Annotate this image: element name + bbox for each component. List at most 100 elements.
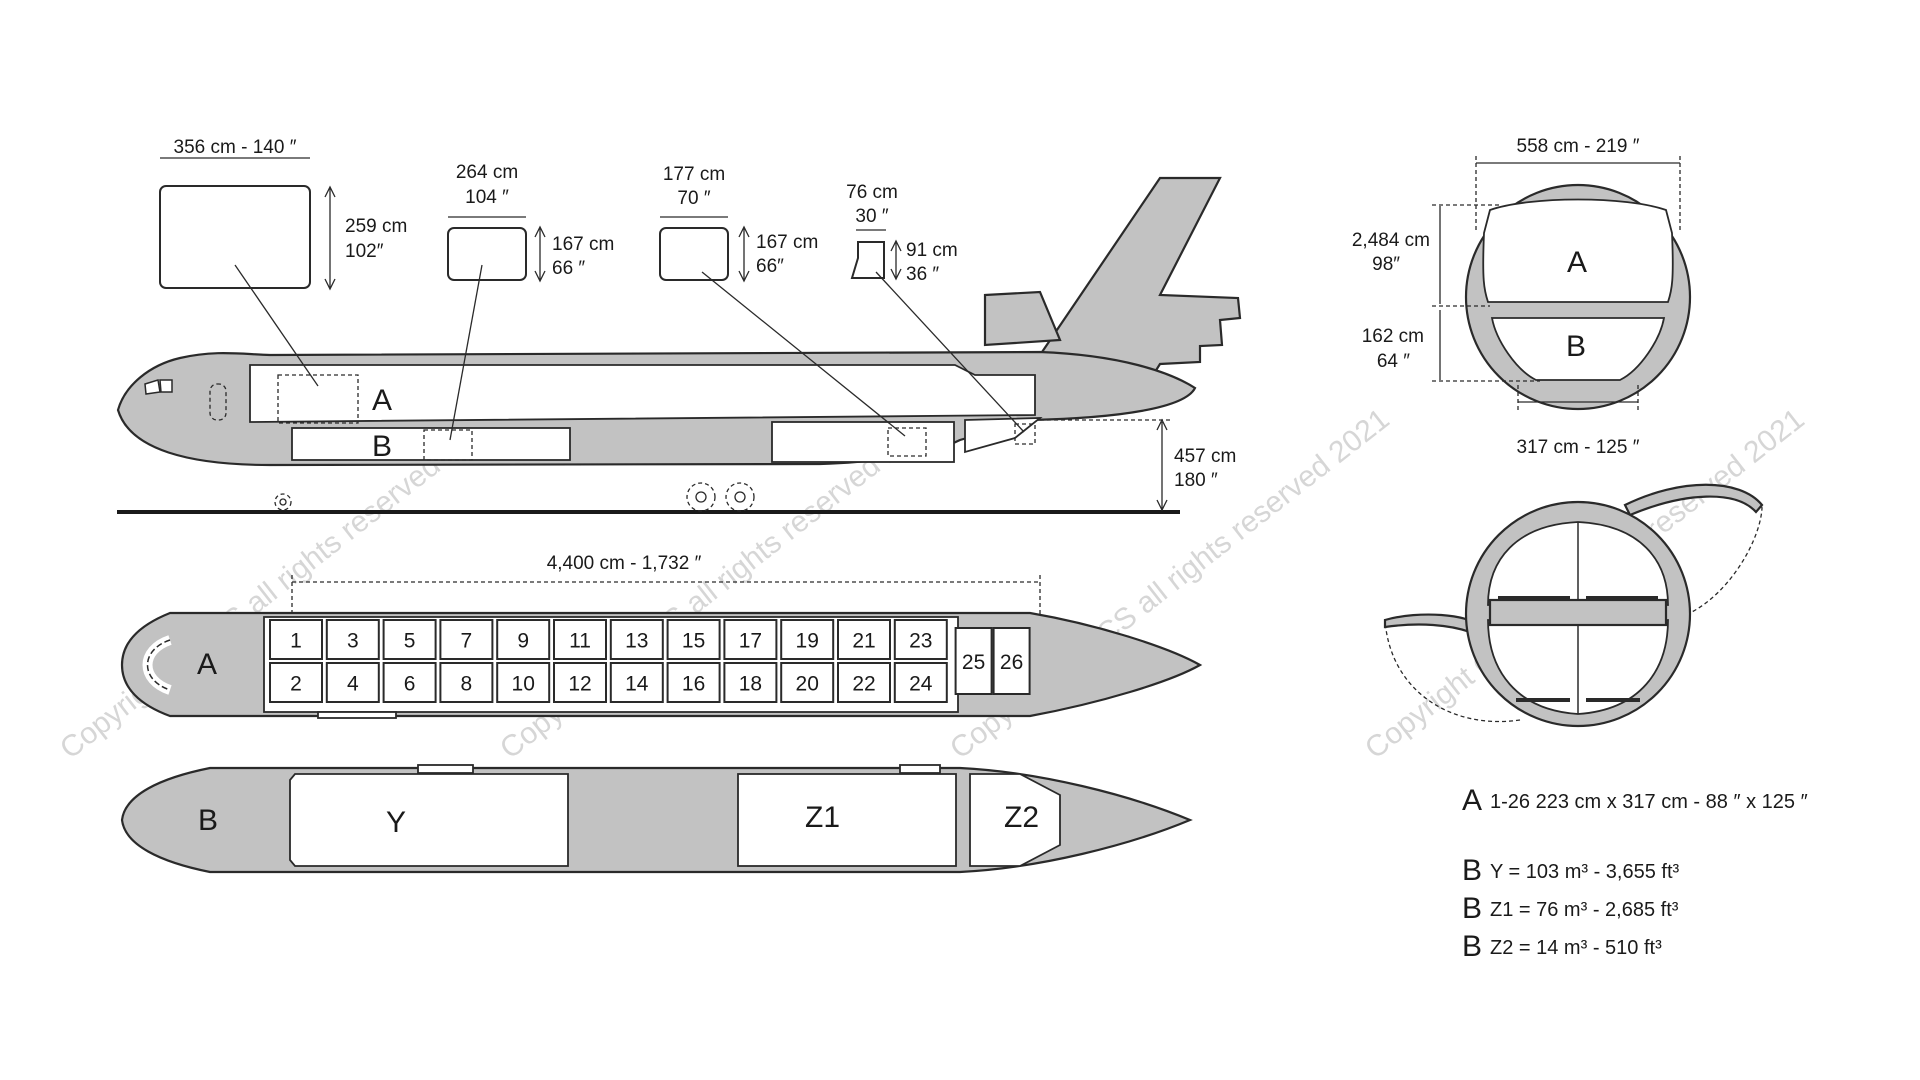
position-19-box bbox=[780, 619, 835, 660]
cs-label-b: B bbox=[1566, 330, 1586, 363]
spec-b-letter-1: B bbox=[1462, 854, 1482, 887]
side-deck-b-label: B bbox=[372, 430, 392, 463]
cross-section-doors bbox=[1383, 483, 1764, 728]
main-gear-hub bbox=[734, 491, 746, 503]
container-3-width-in: 70 ″ bbox=[677, 188, 710, 209]
hold-z2-label: Z2 bbox=[1004, 801, 1039, 834]
lower-cargo-door bbox=[1383, 613, 1478, 634]
position-22-box bbox=[837, 662, 891, 703]
spec-a-letter: A bbox=[1462, 784, 1482, 817]
position-10-box bbox=[496, 662, 551, 703]
spec-b-text-3: Z2 = 14 m³ - 510 ft³ bbox=[1490, 937, 1662, 959]
position-25-label: 25 bbox=[962, 651, 985, 674]
position-21-box bbox=[837, 619, 891, 660]
container-1-height-cm: 259 cm bbox=[345, 216, 407, 237]
position-13-label: 13 bbox=[625, 630, 648, 653]
main-deck-a bbox=[249, 364, 1036, 423]
position-9-box bbox=[496, 619, 551, 660]
position-21-label: 21 bbox=[852, 630, 875, 653]
side-deck-a-label: A bbox=[372, 384, 392, 417]
lower-hold-bulk bbox=[964, 417, 1043, 454]
container-1-width: 356 cm - 140 ″ bbox=[174, 137, 297, 158]
tail-engine bbox=[983, 290, 1062, 347]
spec-b-letter-3: B bbox=[1462, 930, 1482, 963]
container-2-shape bbox=[447, 227, 527, 281]
position-1-label: 1 bbox=[290, 630, 302, 653]
container-1-height-arrows bbox=[324, 185, 336, 291]
lower-hold-aft bbox=[771, 421, 955, 463]
container-3-height-in: 66″ bbox=[756, 256, 784, 277]
position-1-box bbox=[269, 619, 323, 660]
cockpit-window-icon bbox=[159, 379, 173, 393]
container-3-shape bbox=[659, 227, 729, 281]
position-6-label: 6 bbox=[404, 673, 416, 696]
position-5-label: 5 bbox=[404, 630, 416, 653]
position-17-box bbox=[723, 619, 778, 660]
position-7-label: 7 bbox=[461, 630, 473, 653]
hold-y bbox=[289, 773, 569, 867]
container-3-width-cm: 177 cm bbox=[663, 164, 725, 185]
forward-door-outline bbox=[209, 383, 227, 421]
position-23-label: 23 bbox=[909, 630, 932, 653]
main-gear-icon bbox=[725, 482, 755, 512]
position-6-box bbox=[382, 662, 437, 703]
cs-height-a-cm: 2,484 cm bbox=[1352, 230, 1430, 251]
cs-height-a-in: 98″ bbox=[1372, 254, 1400, 275]
position-7-box bbox=[439, 619, 494, 660]
tail-fin bbox=[1038, 176, 1242, 382]
container-2-leader bbox=[449, 264, 483, 441]
position-15-box bbox=[666, 619, 721, 660]
main-deck-label: A bbox=[197, 648, 217, 681]
lower-deck-plan: B Y Z1 Z2 bbox=[120, 764, 1193, 874]
position-24-box bbox=[893, 662, 948, 703]
container-4-width-in: 30 ″ bbox=[855, 206, 888, 227]
upper-cargo-door bbox=[1623, 483, 1764, 517]
lower-door-aft bbox=[899, 764, 941, 774]
position-4-box bbox=[325, 662, 380, 703]
position-5-box bbox=[382, 619, 437, 660]
position-9-label: 9 bbox=[517, 630, 529, 653]
container-4-leader bbox=[875, 271, 1025, 433]
main-gear-icon bbox=[686, 482, 716, 512]
position-4-label: 4 bbox=[347, 673, 359, 696]
position-18-label: 18 bbox=[739, 673, 762, 696]
main-deck-door-marker bbox=[317, 711, 397, 719]
position-18-box bbox=[723, 662, 778, 703]
specifications: A 1-26 223 cm x 317 cm - 88 ″ x 125 ″ B … bbox=[1462, 784, 1808, 963]
cross-section-dimensions: 558 cm - 219 ″ A B 2,484 cm 98″ 162 cm 6… bbox=[1352, 136, 1692, 458]
ground-height-cm: 457 cm bbox=[1174, 446, 1236, 467]
side-view: A B 457 cm 180 ″ bbox=[116, 176, 1242, 514]
spec-b-text-2: Z1 = 76 m³ - 2,685 ft³ bbox=[1490, 899, 1679, 921]
position-8-box bbox=[439, 662, 494, 703]
cockpit-window-icon bbox=[144, 379, 161, 395]
container-1-position bbox=[277, 374, 359, 424]
container-4-shape bbox=[850, 241, 885, 279]
ground-height-in: 180 ″ bbox=[1174, 470, 1218, 491]
cs-top-width: 558 cm - 219 ″ bbox=[1517, 136, 1640, 157]
container-3: 177 cm 70 ″ 167 cm 66″ bbox=[659, 164, 906, 437]
position-2-label: 2 bbox=[290, 673, 302, 696]
container-3-height-arrows bbox=[738, 225, 750, 283]
position-2-box bbox=[269, 662, 323, 703]
position-26-label: 26 bbox=[1000, 651, 1023, 674]
position-8-label: 8 bbox=[461, 673, 473, 696]
lower-door-fwd bbox=[417, 764, 474, 774]
position-13-box bbox=[609, 619, 664, 660]
position-25-box bbox=[954, 627, 993, 695]
container-1-shape bbox=[159, 185, 311, 289]
cs-main-deck bbox=[1482, 198, 1674, 303]
container-3-leader bbox=[701, 271, 906, 437]
position-12-label: 12 bbox=[568, 673, 591, 696]
hold-y-label: Y bbox=[386, 806, 406, 839]
lower-hold-fwd bbox=[291, 427, 571, 461]
position-17-label: 17 bbox=[739, 630, 762, 653]
container-1-height-in: 102″ bbox=[345, 241, 384, 262]
container-4: 76 cm 30 ″ 91 cm 36 ″ bbox=[846, 182, 1025, 433]
cockpit-arc-icon bbox=[142, 635, 172, 695]
container-3-height-cm: 167 cm bbox=[756, 232, 818, 253]
cs-lower-deck bbox=[1490, 317, 1666, 381]
